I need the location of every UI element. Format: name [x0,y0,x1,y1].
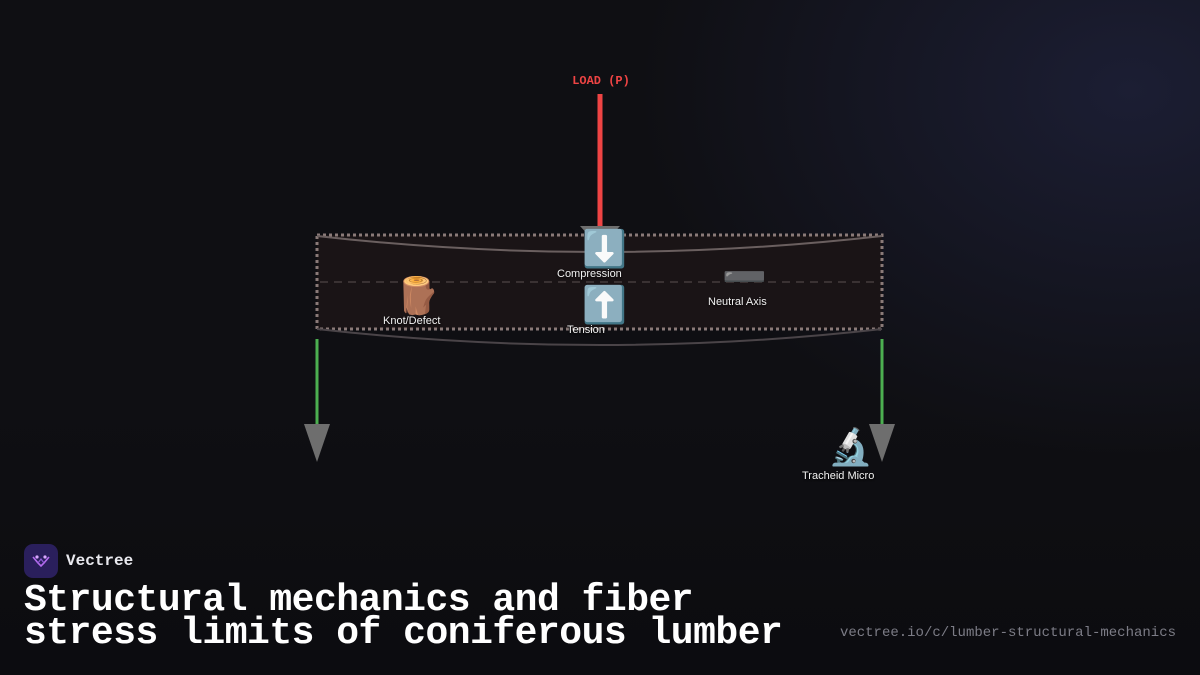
up-arrow-icon: ⬆️ [582,285,627,326]
right-reaction-arrowhead [869,424,895,462]
wood-log-icon: 🪵 [395,276,440,317]
load-label: LOAD (P) [572,74,630,88]
beam-top-deflection-curve [316,235,883,253]
minus-icon: ➖ [722,257,767,298]
left-reaction-arrowhead [304,424,330,462]
beam-bottom-deflection-curve [316,328,883,346]
load-arrowhead [580,226,620,248]
vectree-logo-icon [24,544,58,578]
brand-name: Vectree [66,552,134,570]
page-title: Structural mechanics and fiber stress li… [24,579,783,655]
tracheid-micro-label: Tracheid Micro [802,470,875,482]
neutral-axis-label: Neutral Axis [708,296,767,308]
compression-label: Compression [557,268,622,280]
knot-defect-label: Knot/Defect [383,315,441,327]
brand: Vectree [24,544,133,578]
down-arrow-icon: ⬇️ [582,229,627,270]
source-url[interactable]: vectree.io/c/lumber-structural-mechanics [839,625,1176,641]
tension-label: Tension [567,324,605,336]
microscope-icon: 🔬 [828,427,873,468]
